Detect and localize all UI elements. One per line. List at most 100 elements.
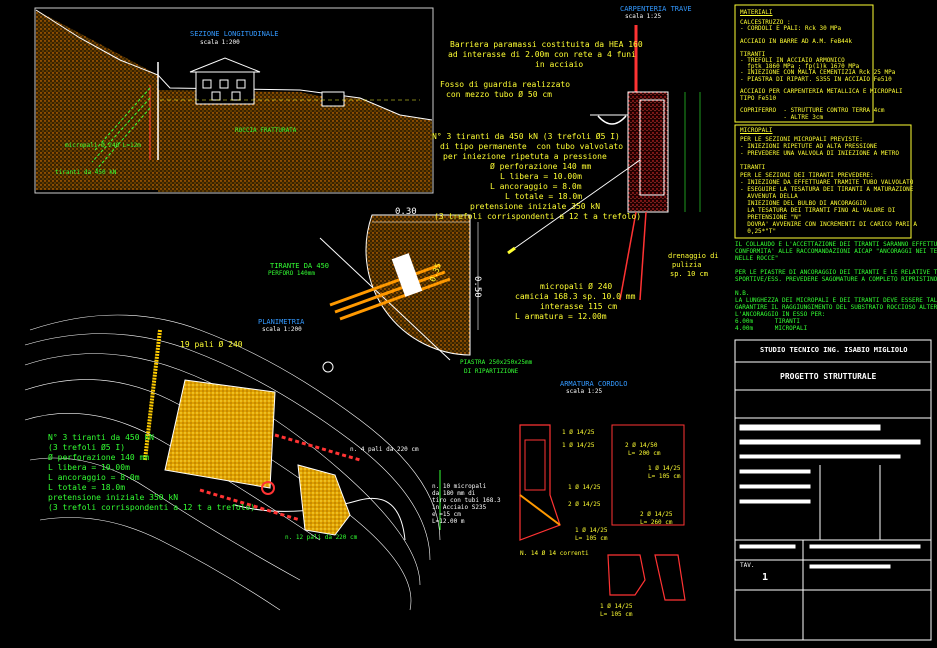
- barrier-note-1: Barriera paramassi costituita da HEA 160: [450, 40, 643, 49]
- reinf-label-12: N. 14 Ø 14 correnti: [520, 550, 589, 557]
- contour-6: [29, 457, 301, 581]
- ditch-note-2: con mezzo tubo Ø 50 cm: [446, 90, 552, 99]
- micropile-note-0: micropali Ø 240: [540, 282, 613, 291]
- micropile-tag-3: in Acciaio S235: [432, 504, 487, 511]
- micropile-note-2: interasse 115 cm: [540, 302, 618, 311]
- reinf-label-1: 1 Ø 14/25: [562, 442, 595, 449]
- side-note-line: L'ANCORAGGIO IN ESSO PER:: [735, 311, 826, 318]
- materials-box: [734, 4, 874, 123]
- reinforcement-title: ARMATURA CORDOLO: [560, 380, 628, 388]
- plan-anchor-note-3: L libera = 10.00m: [48, 463, 130, 472]
- dim-050-label: 0.50: [472, 276, 482, 298]
- side-note-line: GARANTIRE IL RAGGIUNGIMENTO DEL SUBSTRAT…: [735, 304, 937, 311]
- reinf-label-14: L= 105 cm: [600, 611, 633, 618]
- contour-1: [29, 314, 441, 541]
- materials-line: CALCESTRUZZO :: [740, 19, 791, 26]
- reinf-label-0: 1 Ø 14/25: [562, 429, 595, 436]
- garage: [321, 91, 345, 107]
- house: [189, 57, 261, 105]
- anchor-note-7: pretensione iniziale 350 kN: [470, 202, 601, 211]
- side-note-line: PER LE PIASTRE DI ANCORAGGIO DEI TIRANTI…: [735, 269, 937, 276]
- materials-line: - TREFOLI IN ACCIAIO ARMONICO: [740, 56, 845, 64]
- anchor-line-3: [95, 107, 151, 171]
- micropali-line: INIEZIONE DEL BULBO DI ANCORAGGIO: [740, 199, 867, 207]
- head-beam-title: CARPENTERIA TRAVE: [620, 5, 692, 13]
- reinf-bar-shape-1: [611, 424, 685, 526]
- anchor-note-8: (3 trefoli corrispondenti a 12 t a trefo…: [434, 212, 642, 221]
- drain-note-2: sp. 10 cm: [670, 270, 708, 278]
- side-note-line: SPORTIVE/ESS. PREVEDERE SAGOMATURE A COM…: [735, 276, 937, 283]
- micropile-note-1: camicia 168.3 sp. 10.0 mm: [515, 292, 636, 301]
- micropali-line: PER LE SEZIONI DEI TIRANTI PREVEDERE:: [740, 171, 874, 179]
- drain-pipe: [597, 115, 627, 125]
- materials-line: fptk 1860 MPa ; fp(1)k 1670 MPa: [740, 63, 860, 71]
- side-note-line: 6.00m TIRANTI: [735, 318, 801, 325]
- plan-anchor-note-4: L ancoraggio = 8.0m: [48, 473, 140, 482]
- materials-line: - CORDOLI E PALI: Rck 30 MPa: [740, 25, 842, 33]
- reinf-label-4: 1 Ø 14/25: [648, 465, 681, 472]
- ditch-note-1: Fosso di guardia realizzato: [440, 80, 571, 89]
- site-plan: [24, 314, 441, 611]
- reinf-label-10: 1 Ø 14/25: [575, 527, 608, 534]
- anchor-diagonal: [514, 159, 641, 249]
- firm-name: STUDIO TECNICO ING. ISABIO MIGLIOLO: [760, 346, 908, 354]
- micropile-tag-2: tiro con tubi 168.3: [432, 497, 501, 504]
- reinf-label-11: L= 105 cm: [575, 535, 608, 542]
- anchors-label: tiranti da 450 kN: [55, 169, 117, 176]
- materials-line: TIRANTI: [740, 50, 766, 58]
- beam-body: [627, 91, 669, 213]
- reinf-label-13: 1 Ø 14/25: [600, 603, 633, 610]
- contour-2: [24, 333, 431, 561]
- reinf-bar-shape-2: [607, 554, 646, 596]
- micropile-2: [639, 211, 647, 301]
- side-note-line: CONFORMITA' ALLE RACCOMANDAZIONI AICAP "…: [735, 248, 937, 255]
- micropile-1: [619, 211, 637, 301]
- micropali-line: LA TESATURA DEI TIRANTI FINO AL VALORE D…: [740, 207, 896, 214]
- micropali-line: PRETENSIONE "N": [740, 214, 802, 222]
- materials-line: ACCIAIO IN BARRE AD A.M. FeB44k: [740, 37, 852, 45]
- materials-line: - ALTRE 3cm: [740, 113, 824, 121]
- anchor-line-1: [94, 87, 151, 151]
- pile-row-bottom: [199, 488, 301, 522]
- anchor-detail-sub: PERFORO 140mm: [268, 270, 315, 277]
- road: [234, 497, 406, 541]
- drain-note-0: drenaggio di: [668, 252, 719, 260]
- reinf-label-6: 2 Ø 14/25: [640, 511, 673, 518]
- anchor-line-2: [91, 97, 151, 163]
- micropali-line: - INIEZIONE DA EFFETTUARE TRAMITE TUBO V…: [740, 178, 914, 186]
- anchor-note-1: di tipo permanente con tubo valvolato: [440, 142, 624, 151]
- micropile-tag-5: L=12.00 m: [432, 518, 465, 525]
- anchor-note-2: per iniezione ripetuta a pressione: [443, 152, 607, 161]
- project-title: PROGETTO STRUTTURALE: [780, 372, 877, 381]
- slope-left: [36, 10, 158, 190]
- micropile-tag-4: e =15 cm: [432, 511, 461, 518]
- anchor-detail: [319, 214, 479, 361]
- micropali-box: [734, 124, 912, 239]
- contour-7: [39, 517, 281, 611]
- plan-anchor-note-5: L totale = 18.0m: [48, 483, 126, 492]
- piles-top-label: 19 pali Ø 240: [180, 340, 243, 349]
- anchor-note-3: Ø perforazione 140 mm: [490, 162, 592, 171]
- plan-anchor-note-6: pretensione iniziale 350 kN: [48, 493, 179, 502]
- reinf-label-8: 1 Ø 14/25: [568, 484, 601, 491]
- piles-right-label: n. 4 pali da 220 cm: [350, 446, 419, 453]
- plan-scale: scala 1:200: [262, 326, 302, 333]
- rock-label: ROCCIA FRATTURATA: [235, 127, 297, 134]
- reinf-label-2: 2 Ø 14/50: [625, 442, 658, 449]
- micropiles-label: micropali Ø 240 L=12m: [65, 142, 141, 149]
- micropali-line: - INIEZIONI RIPETUTE AD ALTA PRESSIONE: [740, 143, 878, 151]
- reinforcement-scale: scala 1:25: [566, 388, 603, 395]
- reinforcement-details: [519, 424, 686, 601]
- materials-heading: MATERIALI: [740, 9, 773, 16]
- beam-face: [639, 99, 665, 196]
- anchor-note-5: L ancoraggio = 8.0m: [490, 182, 582, 191]
- cross-section-frame: [34, 7, 434, 194]
- micropali-line: 0,25*"T": [740, 228, 777, 236]
- plan-title: PLANIMETRIA: [258, 318, 305, 326]
- reinf-label-9: 2 Ø 14/25: [568, 501, 601, 508]
- materials-line: - INIEZIONE CON MALTA CEMENTIZIA Rck 25 …: [740, 69, 896, 77]
- tav-label: TAV.: [740, 562, 755, 569]
- pile-row-left: [143, 329, 162, 461]
